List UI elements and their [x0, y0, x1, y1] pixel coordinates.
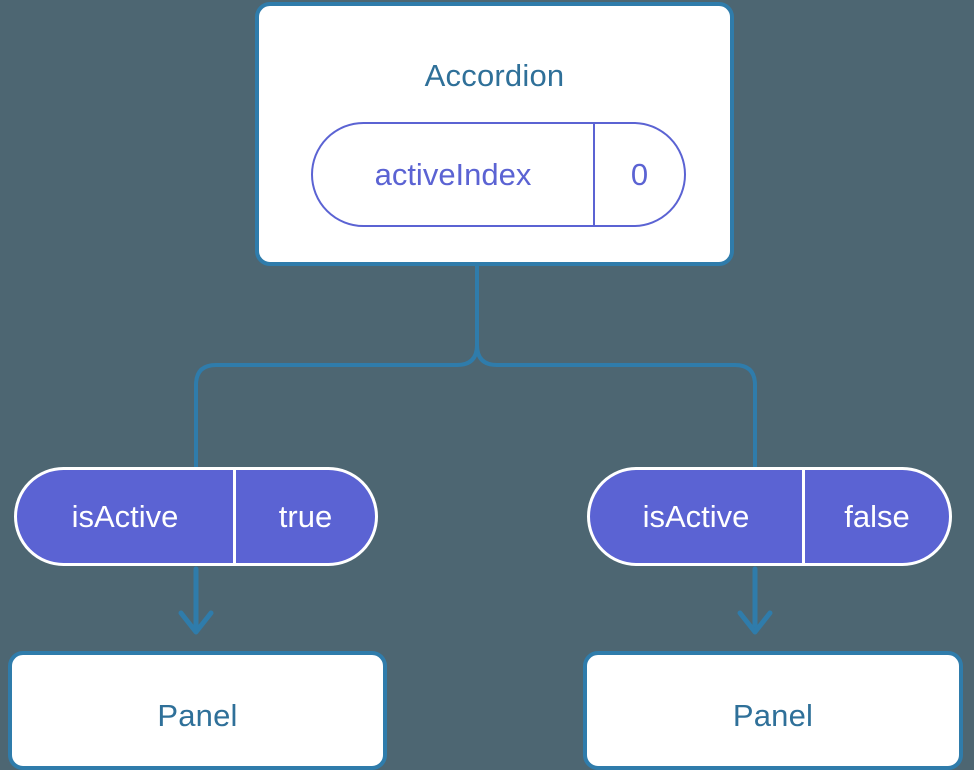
component-node-panel-right[interactable]: Panel: [583, 651, 963, 770]
prop-pill-active-index[interactable]: activeIndex 0: [311, 122, 686, 227]
prop-pill-is-active-false[interactable]: isActive false: [587, 467, 952, 566]
prop-value: 0: [593, 124, 684, 225]
component-node-accordion[interactable]: Accordion activeIndex 0: [255, 2, 734, 266]
prop-key: isActive: [71, 498, 179, 534]
wire-root-to-left-pill: [194, 263, 479, 470]
prop-pill-is-active-true[interactable]: isActive true: [14, 467, 378, 566]
prop-key: activeIndex: [374, 156, 532, 192]
component-title-panel: Panel: [732, 698, 814, 733]
arrowhead-left-icon: [178, 610, 214, 635]
arrowhead-right-icon: [737, 610, 773, 635]
wire-root-to-right-pill: [475, 263, 757, 470]
prop-value: true: [233, 470, 375, 563]
component-node-panel-left[interactable]: Panel: [8, 651, 387, 770]
prop-value: false: [802, 470, 949, 563]
prop-key: isActive: [642, 498, 750, 534]
component-title-accordion: Accordion: [424, 58, 565, 93]
component-title-panel: Panel: [157, 698, 238, 733]
